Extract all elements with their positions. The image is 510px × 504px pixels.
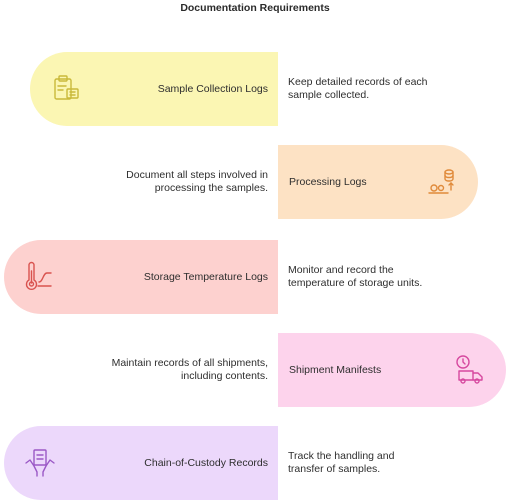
desc-shipment-manifests: Maintain records of all shipments, inclu… xyxy=(111,357,268,382)
pill-storage-temperature xyxy=(4,240,278,314)
label-shipment-manifests: Shipment Manifests xyxy=(289,364,382,376)
hands-document-icon xyxy=(25,449,55,477)
label-processing: Processing Logs xyxy=(289,176,367,188)
row-chain-of-custody: Chain-of-Custody Records Track the handl… xyxy=(0,426,510,500)
thermometer-icon xyxy=(25,261,52,290)
desc-chain-of-custody: Track the handling and transfer of sampl… xyxy=(288,450,395,475)
label-storage-temperature: Storage Temperature Logs xyxy=(143,271,268,283)
row-shipment-manifests: Maintain records of all shipments, inclu… xyxy=(0,333,510,407)
processing-icon xyxy=(428,169,454,194)
delivery-truck-icon xyxy=(456,355,483,384)
clipboard-icon xyxy=(54,75,79,100)
label-sample-collection: Sample Collection Logs xyxy=(157,83,268,95)
desc-storage-temperature: Monitor and record the temperature of st… xyxy=(288,264,423,289)
desc-sample-collection: Keep detailed records of each sample col… xyxy=(288,76,428,101)
pill-shipment-manifests xyxy=(278,333,506,407)
label-chain-of-custody: Chain-of-Custody Records xyxy=(144,457,268,469)
desc-processing: Document all steps involved in processin… xyxy=(126,169,268,194)
pill-chain-of-custody xyxy=(4,426,278,500)
diagram-title: Documentation Requirements xyxy=(180,2,330,14)
row-processing: Document all steps involved in processin… xyxy=(0,145,510,219)
pill-processing xyxy=(278,145,478,219)
row-storage-temperature: Storage Temperature Logs Monitor and rec… xyxy=(0,240,510,314)
row-sample-collection: Sample Collection Logs Keep detailed rec… xyxy=(0,52,510,126)
